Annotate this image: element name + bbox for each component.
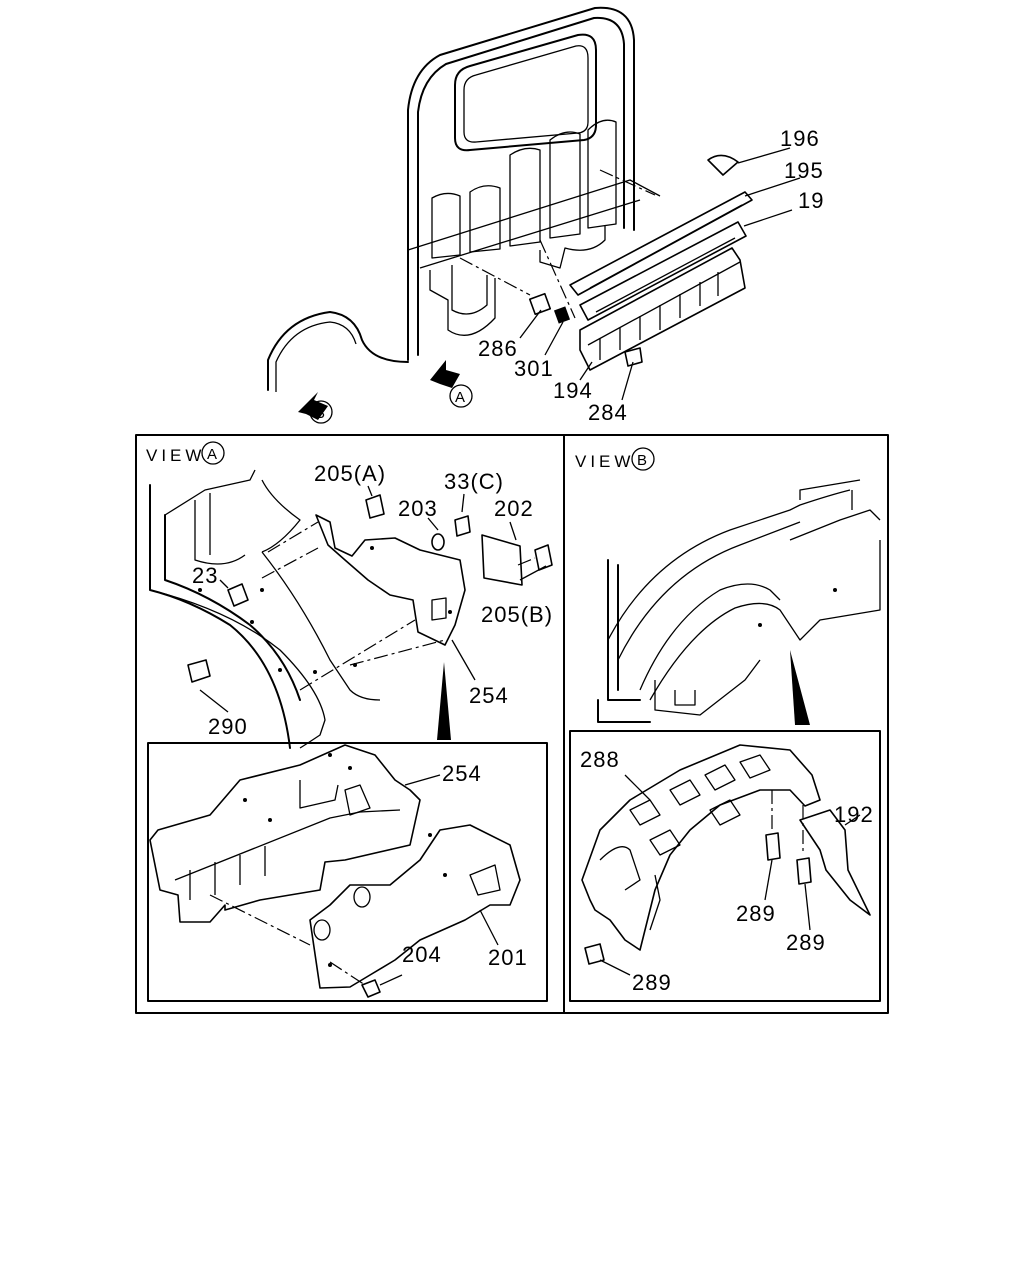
clip-23 <box>227 583 249 607</box>
callout-201: 201 <box>488 945 528 970</box>
callout-203: 203 <box>398 496 438 521</box>
callout-301: 301 <box>514 356 554 381</box>
sill-bracket-19 <box>579 221 747 321</box>
shield-254 <box>315 514 466 646</box>
view-a-label: VIEW <box>146 446 205 465</box>
plate-202 <box>481 534 523 586</box>
callout-23: 23 <box>192 563 218 588</box>
inset-b-lines <box>599 774 861 976</box>
callout-286: 286 <box>478 336 518 361</box>
callout-204: 204 <box>402 942 442 967</box>
nut-286 <box>528 292 552 316</box>
view-b-wheelhouse <box>597 479 881 723</box>
callout-195: 195 <box>784 158 824 183</box>
view-arrow-a <box>430 360 460 388</box>
inset-a-shields <box>149 744 421 923</box>
view-arrow-b <box>298 392 328 420</box>
pointer-view-b <box>790 650 810 725</box>
top-leader-lines <box>519 147 801 401</box>
callout-290: 290 <box>208 714 248 739</box>
view-b-letter: B <box>637 452 647 469</box>
bolt-205-a <box>365 494 385 519</box>
bolt-284 <box>624 347 643 367</box>
view-b-label: VIEW <box>575 452 634 471</box>
washer-301 <box>553 306 571 324</box>
callout-33c: 33(C) <box>444 469 504 494</box>
callout-254-upper: 254 <box>469 683 509 708</box>
inset-b-bolts-289 <box>584 832 812 965</box>
callout-205b: 205(B) <box>481 602 553 627</box>
pointer-view-a <box>437 662 451 740</box>
clip-205-b <box>534 544 553 571</box>
clip-196 <box>707 154 739 176</box>
callout-254-inset: 254 <box>442 761 482 786</box>
view-a-letter: A <box>207 446 217 463</box>
inset-b-mudguard-288 <box>581 744 821 951</box>
view-marker-a-letter: A <box>455 389 465 406</box>
callout-284: 284 <box>588 400 628 425</box>
callout-192: 192 <box>834 802 874 827</box>
bolt-33c <box>454 515 471 537</box>
inset-b-bracket-192 <box>799 809 871 916</box>
sill-trim-195 <box>569 191 753 296</box>
callout-205a: 205(A) <box>314 461 386 486</box>
callout-289-a: 289 <box>736 901 776 926</box>
callout-194: 194 <box>553 378 593 403</box>
plug-290 <box>187 659 211 683</box>
inset-a-lines <box>209 774 499 986</box>
step-bracket-194 <box>579 247 746 371</box>
view-marker-b-letter: B <box>315 405 325 422</box>
view-a-leader-lines <box>199 485 547 713</box>
view-a-title: VIEW A <box>146 441 225 465</box>
view-b-title: VIEW B <box>575 447 655 471</box>
view-marker-b: B <box>309 400 333 424</box>
view-frames <box>135 434 889 1014</box>
washer-203 <box>431 533 445 551</box>
callout-19: 19 <box>798 188 824 213</box>
callout-289-b: 289 <box>786 930 826 955</box>
callout-202: 202 <box>494 496 534 521</box>
cab-rear-panel <box>267 6 661 392</box>
callout-289-c: 289 <box>632 970 672 995</box>
view-a-dashed-lines <box>261 521 536 691</box>
view-a-wheelhouse <box>149 469 381 749</box>
inset-a-clip-204 <box>361 979 381 998</box>
inset-a-panel-201 <box>309 824 521 989</box>
callout-288: 288 <box>580 747 620 772</box>
view-marker-a: A <box>449 384 473 408</box>
callout-196: 196 <box>780 126 820 151</box>
